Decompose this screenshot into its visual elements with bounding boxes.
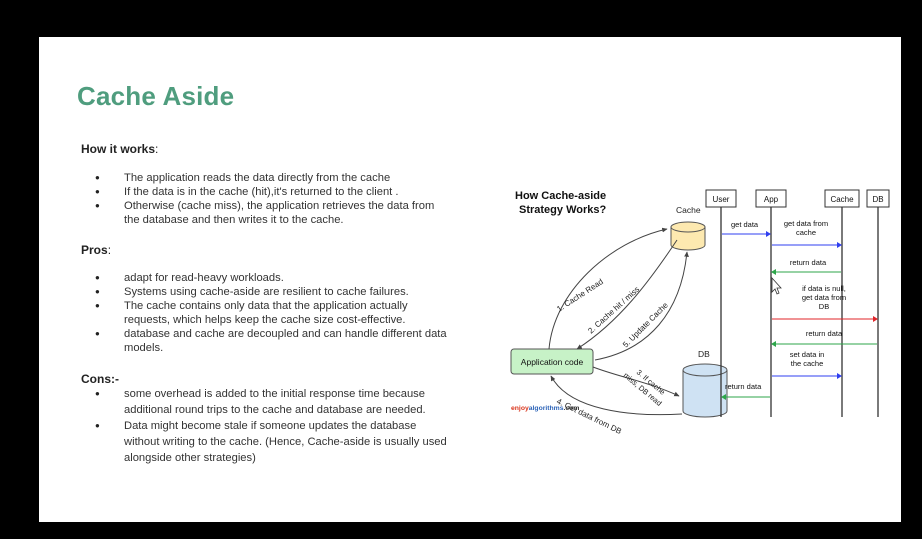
actor-db-box bbox=[866, 189, 890, 208]
actor-user-box bbox=[705, 189, 737, 208]
step-2-label: 2. Cache hit / miss bbox=[586, 285, 641, 336]
pros-list: adapt for read-heavy workloads. Systems … bbox=[81, 271, 451, 355]
actor-user-label: User bbox=[713, 195, 730, 204]
list-item: The cache contains only data that the ap… bbox=[81, 299, 451, 327]
actor-db-label: DB bbox=[872, 195, 883, 204]
arrow-db-read bbox=[592, 366, 680, 397]
step-1-label: 1. Cache Read bbox=[555, 277, 605, 314]
cache-cylinder-icon bbox=[670, 221, 706, 251]
message-3-label: return data bbox=[790, 258, 827, 267]
message-5-label: return data bbox=[806, 329, 843, 338]
how-it-works-list: The application reads the data directly … bbox=[81, 171, 451, 227]
message-6-label-line2: the cache bbox=[791, 359, 824, 368]
arrow-update-cache bbox=[594, 251, 689, 361]
message-4-label-line2: get data from bbox=[802, 293, 846, 302]
diagram-title-line2: Strategy Works? bbox=[519, 204, 606, 216]
message-2-label-line2: cache bbox=[796, 228, 816, 237]
actor-cache-label: Cache bbox=[830, 195, 854, 204]
cache-label: Cache bbox=[676, 205, 701, 215]
cons-heading: Cons:- bbox=[81, 372, 119, 386]
arrow-cache-read bbox=[548, 227, 668, 350]
list-item: Otherwise (cache miss), the application … bbox=[81, 199, 451, 227]
sequence-diagram: User App Cache DB get data get data from… bbox=[705, 189, 890, 417]
list-item: Data might become stale if someone updat… bbox=[81, 418, 451, 466]
actor-app-label: App bbox=[764, 195, 779, 204]
message-1-label: get data bbox=[731, 220, 759, 229]
application-code-box bbox=[510, 348, 594, 375]
step-5-label: 5. Update Cache bbox=[621, 300, 670, 349]
message-2-label-line1: get data from bbox=[784, 219, 828, 228]
pros-heading: Pros: bbox=[81, 243, 112, 257]
list-item: adapt for read-heavy workloads. bbox=[81, 271, 451, 285]
brand-logo: enjoyalgorithms.com bbox=[511, 405, 579, 412]
diagram-title-line1: How Cache-aside bbox=[515, 190, 606, 202]
arrow-get-data-from-db bbox=[550, 375, 683, 416]
actor-app-box bbox=[755, 189, 787, 208]
list-item: Systems using cache-aside are resilient … bbox=[81, 285, 451, 299]
cache-aside-flow-diagram: How Cache-aside Strategy Works? Cache DB… bbox=[510, 190, 728, 436]
message-4-label-line1: if data is null, bbox=[802, 284, 846, 293]
message-4-label-line3: DB bbox=[819, 302, 829, 311]
message-6-label-line1: set data in bbox=[790, 350, 825, 359]
database-cylinder-icon bbox=[682, 363, 728, 418]
db-label: DB bbox=[698, 349, 710, 359]
step-4-label: 4. Get data from DB bbox=[555, 397, 623, 436]
application-code-label: Application code bbox=[521, 357, 584, 367]
slide: Cache Aside How it works: The applicatio… bbox=[39, 37, 901, 522]
list-item: The application reads the data directly … bbox=[81, 171, 451, 185]
slide-title: Cache Aside bbox=[77, 81, 235, 111]
list-item: some overhead is added to the initial re… bbox=[81, 386, 451, 418]
mouse-cursor-icon bbox=[771, 276, 782, 295]
arrow-cache-hit-miss bbox=[576, 239, 678, 350]
how-it-works-heading: How it works: bbox=[81, 142, 159, 156]
actor-cache-box bbox=[824, 189, 860, 208]
cons-list: some overhead is added to the initial re… bbox=[81, 386, 451, 466]
message-7-label: return data bbox=[725, 382, 762, 391]
list-item: If the data is in the cache (hit),it's r… bbox=[81, 185, 451, 199]
list-item: database and cache are decoupled and can… bbox=[81, 327, 451, 355]
